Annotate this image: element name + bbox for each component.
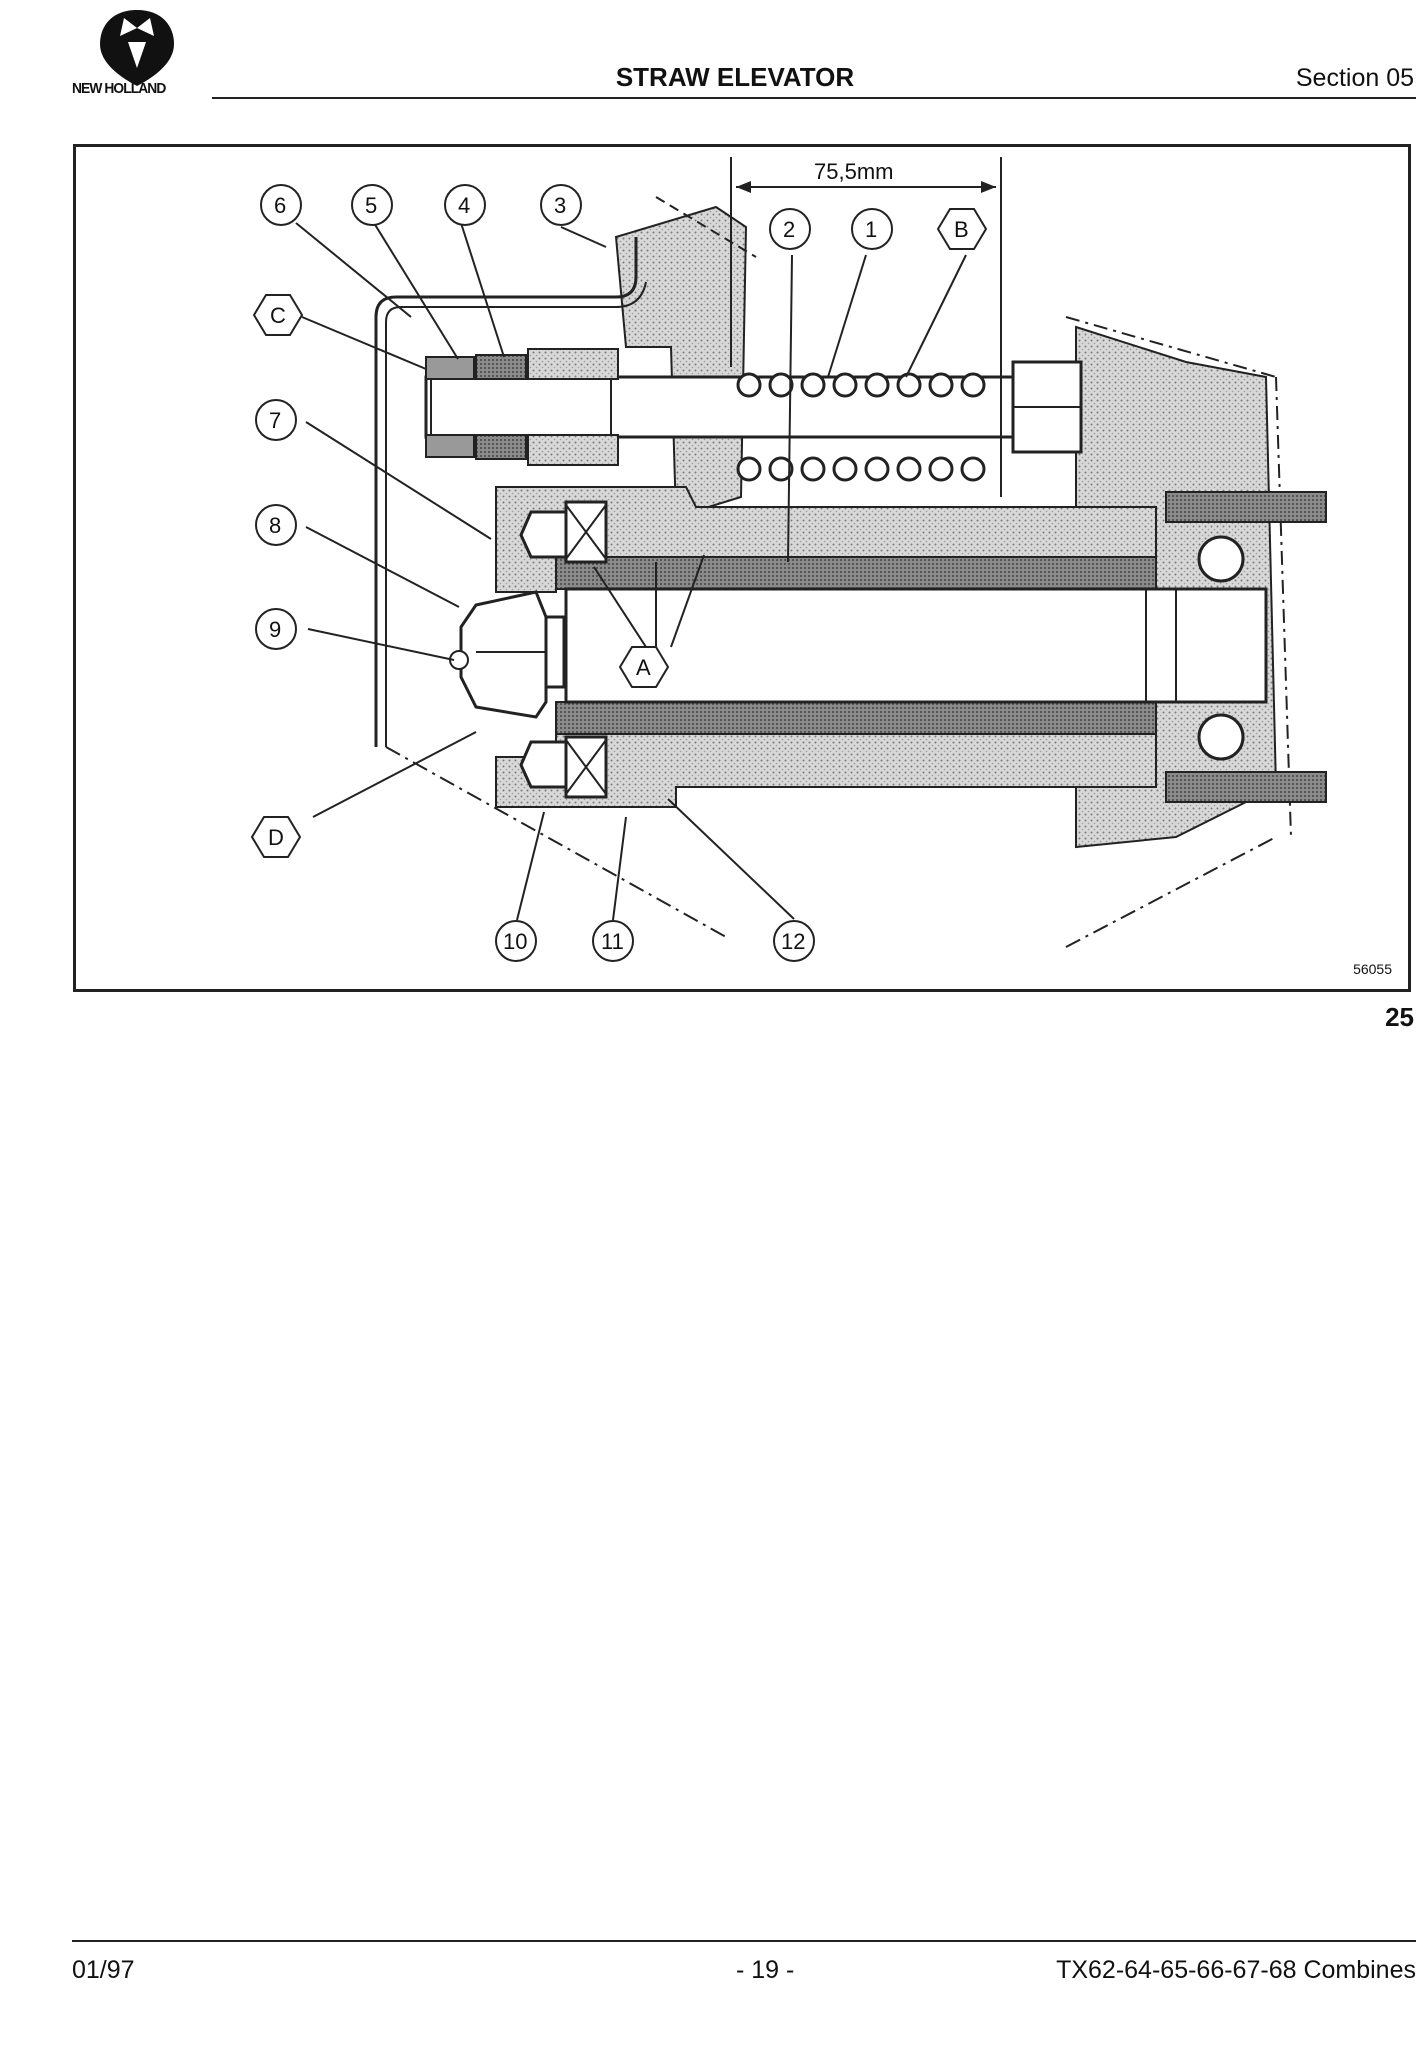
callout-6: 6 — [274, 193, 286, 218]
figure-number: 25 — [1385, 1002, 1414, 1032]
cross-section-diagram: 75,5mm — [250, 157, 1327, 962]
callout-1: 1 — [865, 217, 877, 242]
callout-B: B — [954, 217, 969, 242]
callout-12: 12 — [781, 929, 805, 954]
page-number: - 19 - — [736, 1956, 795, 1984]
footer-rule — [72, 1940, 1416, 1942]
footer-date: 01/97 — [72, 1956, 135, 1984]
technical-figure: 75,5mm — [73, 144, 1411, 992]
dimension-label: 75,5mm — [814, 159, 893, 184]
callout-7: 7 — [269, 408, 281, 433]
figure-image-id: 56055 — [1353, 961, 1392, 977]
callout-C: C — [270, 303, 286, 328]
callout-11: 11 — [601, 929, 624, 954]
page-title: STRAW ELEVATOR — [615, 62, 855, 92]
new-holland-logo — [100, 10, 174, 86]
header-rule — [212, 97, 1416, 99]
callout-D: D — [268, 825, 284, 850]
section-label: Section 05 — [1295, 64, 1414, 92]
callout-4: 4 — [458, 193, 470, 218]
callout-8: 8 — [269, 513, 281, 538]
callout-9: 9 — [269, 617, 281, 642]
callout-5: 5 — [365, 193, 377, 218]
callout-2: 2 — [783, 217, 795, 242]
footer-model: TX62-64-65-66-67-68 Combines — [1056, 1956, 1416, 1984]
callout-A: A — [636, 655, 651, 680]
callout-10: 10 — [503, 929, 527, 954]
brand-logo-text: NEW HOLLAND — [72, 80, 166, 97]
callout-3: 3 — [554, 193, 566, 218]
